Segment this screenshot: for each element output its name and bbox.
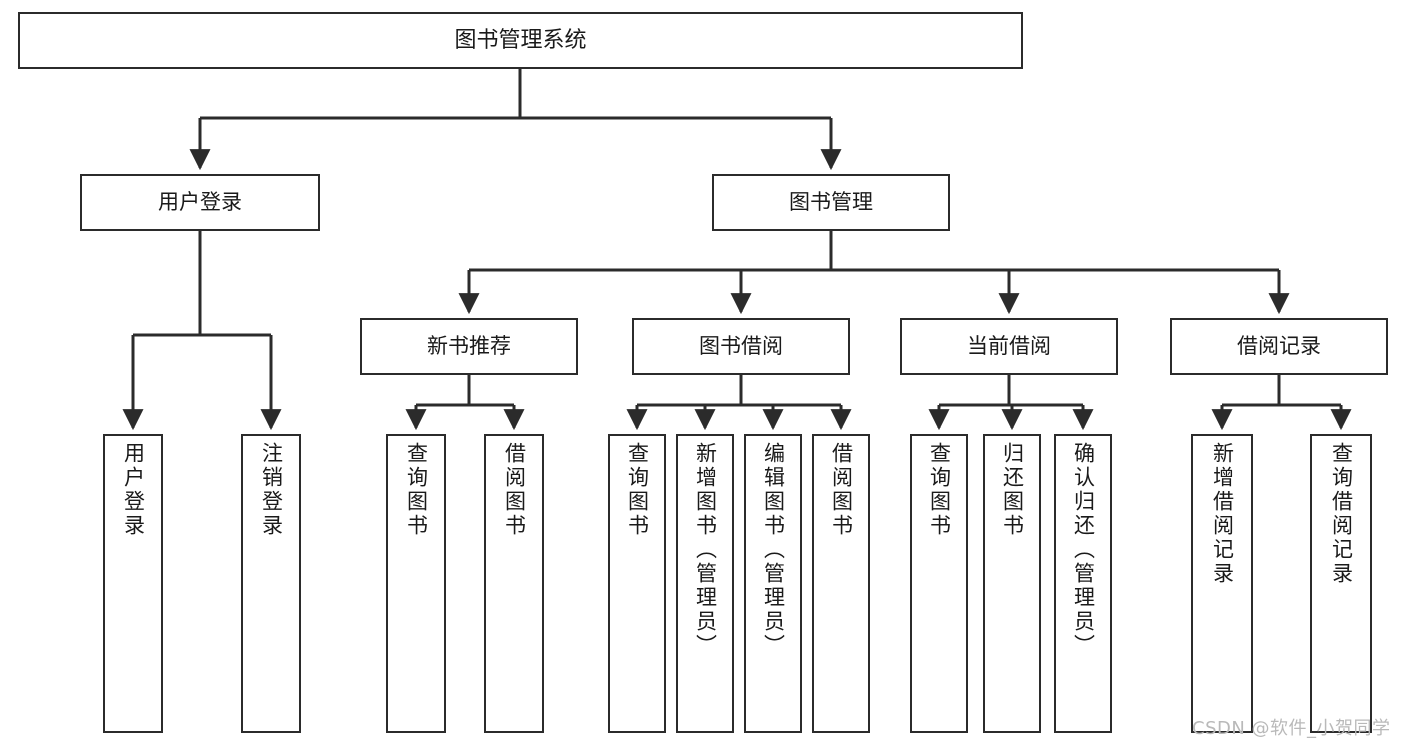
leaf-rec-add-record[interactable]: 新增借阅记录 [1191, 434, 1253, 733]
node-label: 新增图书（管理员） [693, 442, 718, 658]
node-label: 图书管理 [789, 190, 873, 215]
node-borrow-record[interactable]: 借阅记录 [1170, 318, 1388, 375]
node-book-manage[interactable]: 图书管理 [712, 174, 950, 231]
leaf-cur-query-book[interactable]: 查询图书 [910, 434, 968, 733]
node-label: 注销登录 [259, 442, 284, 538]
node-label: 用户登录 [158, 190, 242, 215]
leaf-borrow-edit-book[interactable]: 编辑图书（管理员） [744, 434, 802, 733]
node-label: 图书借阅 [699, 334, 783, 359]
node-label: 查询图书 [927, 442, 952, 538]
node-label: 借阅记录 [1237, 334, 1321, 359]
node-user-login[interactable]: 用户登录 [80, 174, 320, 231]
csdn-watermark: CSDN @软件_小贺同学 [1192, 718, 1391, 739]
leaf-borrow-add-book[interactable]: 新增图书（管理员） [676, 434, 734, 733]
node-label: 新增借阅记录 [1210, 442, 1235, 586]
node-label: 查询图书 [404, 442, 429, 538]
node-label: 确认归还（管理员） [1071, 442, 1096, 658]
node-label: 图书管理系统 [454, 27, 587, 53]
node-label: 新书推荐 [427, 334, 511, 359]
node-label: 归还图书 [1000, 442, 1025, 538]
leaf-rec-query-book[interactable]: 查询图书 [386, 434, 446, 733]
leaf-cur-confirm-return[interactable]: 确认归还（管理员） [1054, 434, 1112, 733]
leaf-borrow-borrow-book[interactable]: 借阅图书 [812, 434, 870, 733]
node-current-borrow[interactable]: 当前借阅 [900, 318, 1118, 375]
node-label: 编辑图书（管理员） [761, 442, 786, 658]
node-label: 借阅图书 [502, 442, 527, 538]
leaf-rec-query-record[interactable]: 查询借阅记录 [1310, 434, 1372, 733]
node-label: 当前借阅 [967, 334, 1051, 359]
leaf-user-logout[interactable]: 注销登录 [241, 434, 301, 733]
leaf-borrow-query-book[interactable]: 查询图书 [608, 434, 666, 733]
leaf-cur-return-book[interactable]: 归还图书 [983, 434, 1041, 733]
node-label: 查询图书 [625, 442, 650, 538]
node-book-management-system[interactable]: 图书管理系统 [18, 12, 1023, 69]
node-new-book-recommend[interactable]: 新书推荐 [360, 318, 578, 375]
node-book-borrow[interactable]: 图书借阅 [632, 318, 850, 375]
node-label: 借阅图书 [829, 442, 854, 538]
node-label: 查询借阅记录 [1329, 442, 1354, 586]
leaf-rec-borrow-book[interactable]: 借阅图书 [484, 434, 544, 733]
leaf-user-login[interactable]: 用户登录 [103, 434, 163, 733]
node-label: 用户登录 [121, 442, 146, 538]
